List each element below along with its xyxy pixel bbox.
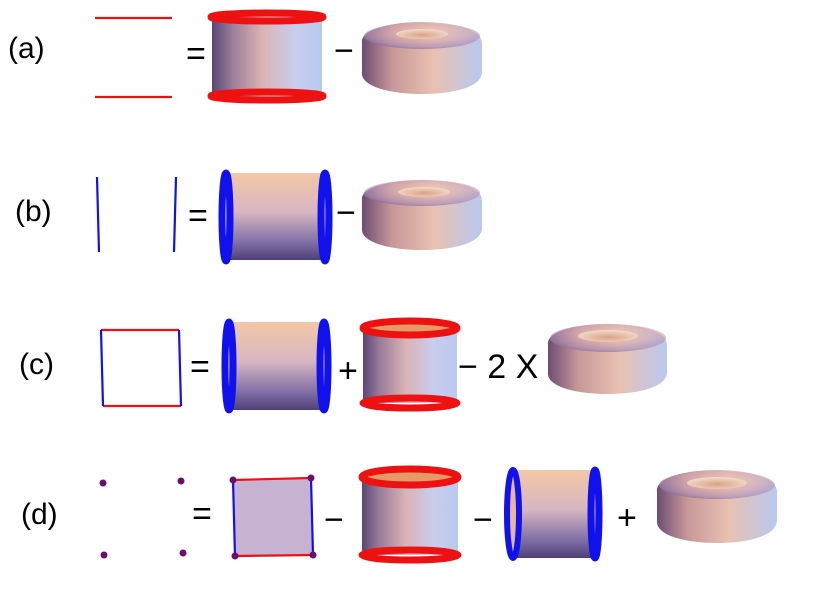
filled-square-face: [229, 474, 317, 560]
torus-shape: [547, 324, 667, 394]
cylinder-red-rims: [207, 9, 327, 104]
operator-plus: +: [617, 499, 637, 537]
blue-edge-left: [95, 176, 101, 253]
cylinder-blue-rims: [221, 318, 332, 414]
operator-equals: =: [186, 35, 206, 73]
torus-shape: [361, 180, 482, 250]
operator-minus: −: [473, 501, 493, 539]
torus-shape: [656, 470, 777, 543]
cylinder-red-rims-open: [359, 317, 461, 412]
operator-plus: +: [338, 352, 358, 390]
operator-minus: −: [336, 194, 356, 232]
operator-equals: =: [192, 495, 212, 533]
row-a: [95, 9, 482, 104]
row-label-c: (c): [19, 348, 54, 381]
operator-minus-2x: − 2 X: [458, 348, 539, 386]
operator-minus: −: [324, 501, 344, 539]
row-label-b: (b): [15, 195, 52, 228]
operator-minus: −: [334, 32, 354, 70]
cylinder-red-rims-open: [358, 465, 462, 564]
row-label-a: (a): [8, 32, 45, 65]
square-loop: [99, 328, 183, 408]
vertex-points: [99, 477, 187, 559]
row-b: [95, 169, 482, 265]
cylinder-blue-rims-open: [504, 466, 603, 562]
row-d: [99, 465, 777, 564]
operator-equals: =: [188, 197, 208, 235]
operator-equals: =: [190, 348, 210, 386]
blue-edge-right: [172, 176, 178, 253]
row-label-d: (d): [21, 498, 58, 531]
torus-shape: [361, 22, 482, 94]
row-c: [99, 317, 667, 414]
cylinder-blue-rims: [218, 169, 333, 265]
